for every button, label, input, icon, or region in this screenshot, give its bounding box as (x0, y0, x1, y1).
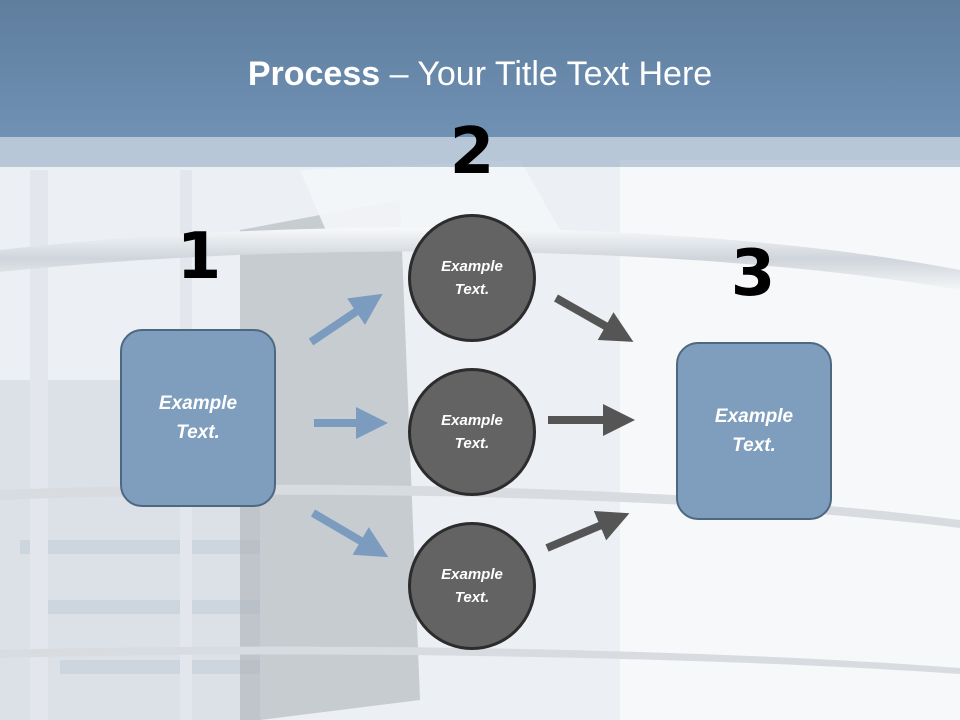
left-box-text: Example Text. (158, 393, 238, 443)
left-box[interactable]: Example Text. (120, 329, 276, 507)
right-box-text: Example Text. (714, 406, 794, 456)
title-rest: – Your Title Text Here (380, 55, 713, 93)
title-band (0, 137, 960, 167)
circle-middle[interactable]: Example Text. (408, 368, 536, 496)
title-bar (0, 0, 960, 137)
step-number-1: 1 (176, 220, 222, 294)
slide-title: Process – Your Title Text Here (0, 52, 960, 96)
circle-middle-text: Example Text. (441, 412, 503, 452)
title-bold: Process (247, 55, 381, 93)
right-box[interactable]: Example Text. (676, 342, 832, 520)
arrow-from-top (554, 294, 634, 342)
step-number-2: 2 (449, 115, 495, 189)
circle-top-text: Example Text. (441, 258, 503, 298)
circle-bottom-text: Example Text. (441, 566, 503, 606)
circle-bottom[interactable]: Example Text. (408, 522, 536, 650)
arrow-to-bottom (310, 509, 389, 558)
circle-top[interactable]: Example Text. (408, 214, 536, 342)
arrow-to-top (308, 293, 383, 346)
arrow-from-bottom (545, 510, 630, 552)
step-number-3: 3 (730, 237, 776, 311)
